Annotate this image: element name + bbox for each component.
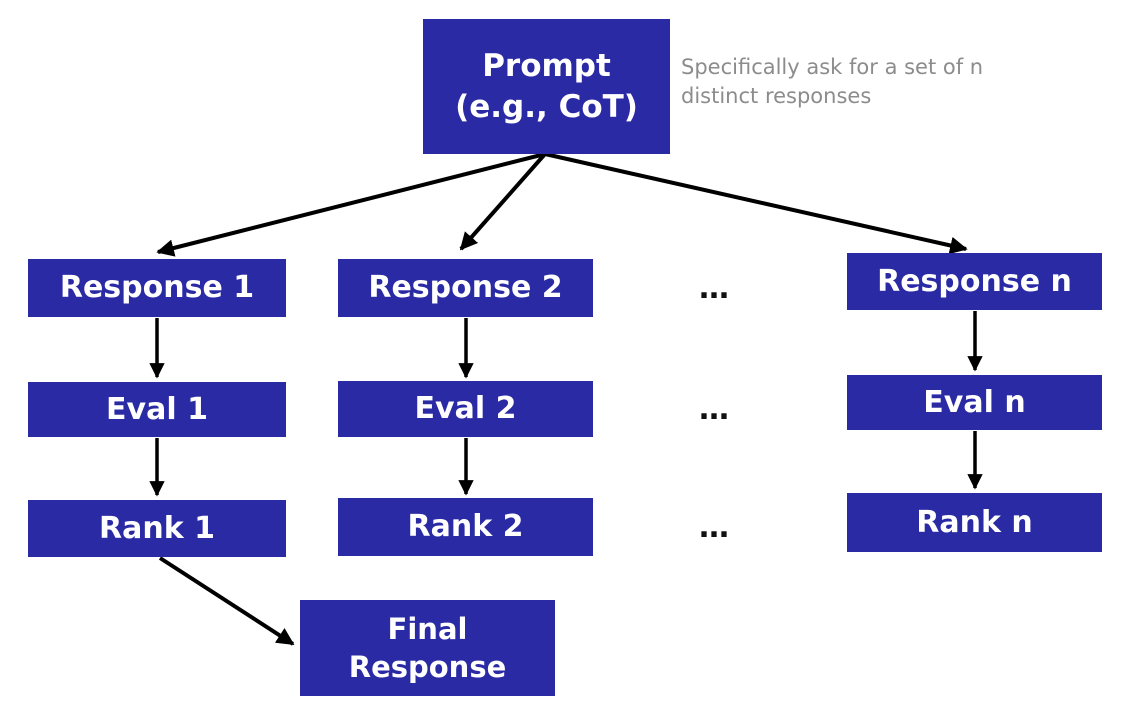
arrow-rank-1-to-final-response xyxy=(158,556,295,646)
final-response-box: Final Response xyxy=(300,600,555,696)
annotation-text: Specifically ask for a set of n distinct… xyxy=(681,55,984,108)
arrow-prompt-to-response-1 xyxy=(156,152,546,257)
ellipsis-response-row: … xyxy=(699,270,729,306)
eval-2-box: Eval 2 xyxy=(338,381,593,437)
response-2-box: Response 2 xyxy=(338,259,593,317)
ellipsis-eval-row: … xyxy=(699,391,729,427)
ellipsis-rank-row: … xyxy=(699,509,729,545)
arrow-prompt-to-response-2 xyxy=(459,152,547,251)
rank-n-box: Rank n xyxy=(847,493,1102,552)
prompt-box: Prompt (e.g., CoT) xyxy=(423,19,670,154)
arrow-prompt-to-response-n xyxy=(544,152,968,255)
eval-n-box: Eval n xyxy=(847,375,1102,430)
rank-1-box: Rank 1 xyxy=(28,500,286,557)
rank-2-box: Rank 2 xyxy=(338,498,593,556)
response-n-box: Response n xyxy=(847,253,1102,310)
eval-1-box: Eval 1 xyxy=(28,382,286,437)
response-1-box: Response 1 xyxy=(28,259,286,317)
